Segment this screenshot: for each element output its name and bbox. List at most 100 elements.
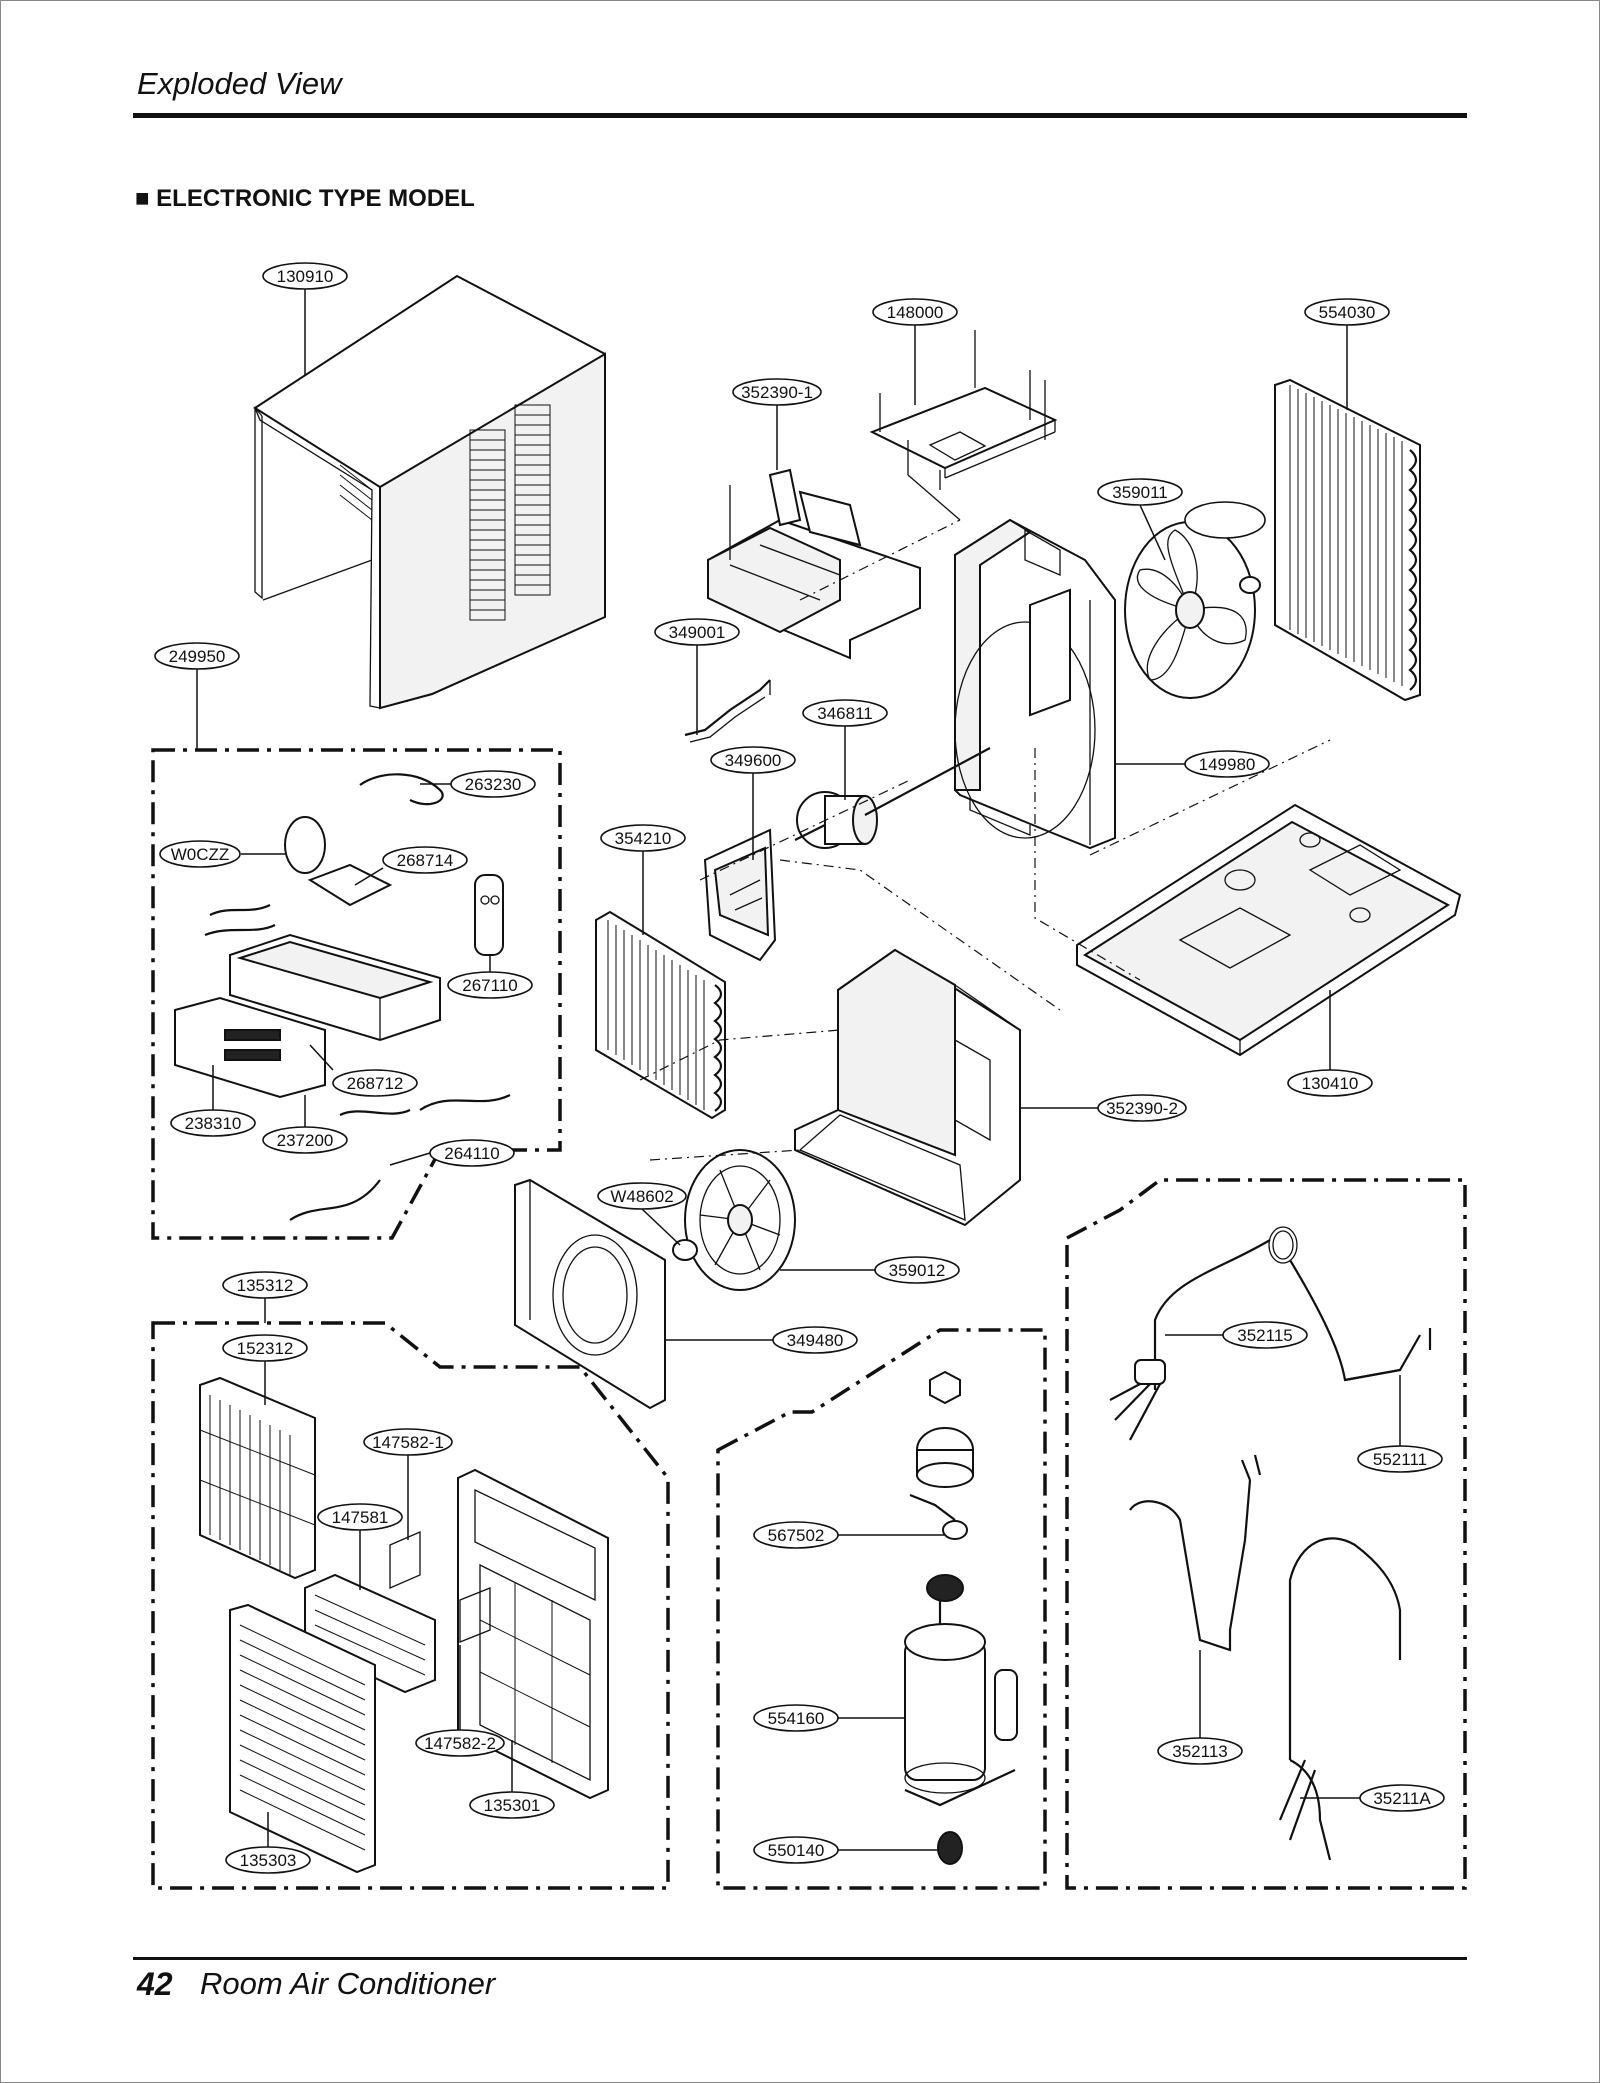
footer-page-number: 42 [137,1966,173,2002]
callout-148000: 148000 [872,298,958,405]
header-title: Exploded View [137,66,342,101]
callout-359011-label: 359011 [1112,483,1167,502]
callout-147582-2: 147582-2 [415,1645,505,1757]
callout-147582-1: 147582-1 [363,1428,453,1540]
motor-346811 [794,747,991,849]
capillary-352115 [1153,1239,1271,1390]
cabinet-louvres [339,404,551,621]
callout-352113: 352113 [1157,1650,1243,1765]
callout-268712: 268712 [309,1044,418,1097]
pipe-352113 [1129,1479,1252,1652]
callout-249950: 249950 [154,642,240,750]
callout-237200: 237200 [262,1095,348,1154]
callout-346811: 346811 [802,699,888,800]
callout-354210: 354210 [600,824,686,935]
callout-263230: 263230 [420,770,536,798]
callout-130910-label: 130910 [277,267,334,286]
shroud-149980 [954,518,1116,850]
compressor-group [904,1370,1018,1865]
control-box-group [174,773,511,1221]
callout-263230-label: 263230 [465,775,522,794]
front-grille-group-border [151,1321,670,1890]
callout-567502: 567502 [753,1521,945,1549]
callout-352115: 352115 [1165,1321,1308,1349]
callout-135312-label: 135312 [237,1276,294,1295]
callout-249950-label: 249950 [169,647,226,666]
callout-147581-label: 147581 [332,1508,389,1527]
callout-147582-2-label: 147582-2 [424,1734,496,1753]
header-rule [133,113,1467,118]
blower-359012 [672,1149,796,1291]
footer-title: Room Air Conditioner [200,1966,496,2001]
nut-part [929,1370,961,1405]
callout-554030: 554030 [1304,298,1390,410]
callout-552111-label: 552111 [1373,1450,1427,1469]
callout-148000-label: 148000 [887,303,944,322]
strainer-552111 [1344,1334,1421,1382]
bracket-349001 [684,679,771,743]
callout-554030-label: 554030 [1319,303,1376,322]
callout-349480-label: 349480 [787,1331,844,1350]
callout-W48602: W48602 [597,1182,687,1246]
evaporator-354210 [595,910,726,1120]
callout-352113-label: 352113 [1172,1742,1227,1761]
callout-268714: 268714 [354,846,468,886]
air-guide-352390-1 [707,468,921,660]
filter-152312 [199,1376,316,1580]
callout-152312: 152312 [222,1334,308,1405]
callout-349480: 349480 [665,1326,858,1354]
callout-352115-label: 352115 [1237,1326,1292,1345]
callout-238310-label: 238310 [185,1114,242,1133]
callout-359012: 359012 [780,1256,960,1284]
capacitor-w0czz [284,816,326,874]
callout-550140-label: 550140 [768,1841,825,1860]
callout-135312: 135312 [222,1271,308,1323]
callout-264110-label: 264110 [444,1144,499,1163]
callout-W48602-label: W48602 [610,1187,673,1206]
callout-349600-label: 349600 [725,751,782,770]
orifice-349480 [514,1178,666,1410]
callout-W0CZZ: W0CZZ [159,840,285,868]
callout-352390-2: 352390-2 [1020,1094,1187,1122]
callout-264110: 264110 [389,1139,515,1167]
wire-263230 [359,773,444,806]
callout-349001: 349001 [654,618,740,735]
callout-149980-label: 149980 [1199,755,1256,774]
blank-callout-oval [1184,501,1266,539]
callout-149980: 149980 [1115,750,1270,778]
piping-group [1109,1226,1432,1861]
callout-352390-1: 352390-1 [732,378,822,470]
callout-550140: 550140 [753,1836,938,1864]
callout-237200-label: 237200 [277,1131,334,1150]
callout-135303-label: 135303 [240,1851,297,1870]
callout-267110-label: 267110 [462,976,517,995]
bracket-148000 [869,330,1058,521]
pcb-268714 [307,863,393,907]
callout-352390-1-label: 352390-1 [741,383,813,402]
callout-552111: 552111 [1357,1375,1443,1473]
callout-238310: 238310 [170,1065,256,1137]
callout-349001-label: 349001 [669,623,726,642]
callout-135303: 135303 [225,1812,311,1874]
callout-35211A: 35211A [1300,1784,1445,1812]
callout-135301-label: 135301 [484,1796,541,1815]
piping-group-border [1065,1178,1467,1890]
compressor-group-border [716,1328,1047,1890]
callout-349600: 349600 [710,746,796,860]
remote-267110 [474,874,504,956]
callout-354210-label: 354210 [615,829,672,848]
callout-359012-label: 359012 [889,1261,946,1280]
motor-mount-349600 [703,828,777,962]
callout-554160-label: 554160 [768,1709,825,1728]
callout-567502-label: 567502 [768,1526,825,1545]
assembly-guide-lines [639,519,1331,1161]
callout-359011: 359011 [1097,478,1183,561]
callout-268712-label: 268712 [347,1074,404,1093]
callout-268714-label: 268714 [397,851,454,870]
cabinet-130910 [253,274,607,710]
section-title: ■ ELECTRONIC TYPE MODEL [135,185,475,212]
fan-359011 [1124,501,1266,699]
clips-147582 [389,1531,491,1643]
